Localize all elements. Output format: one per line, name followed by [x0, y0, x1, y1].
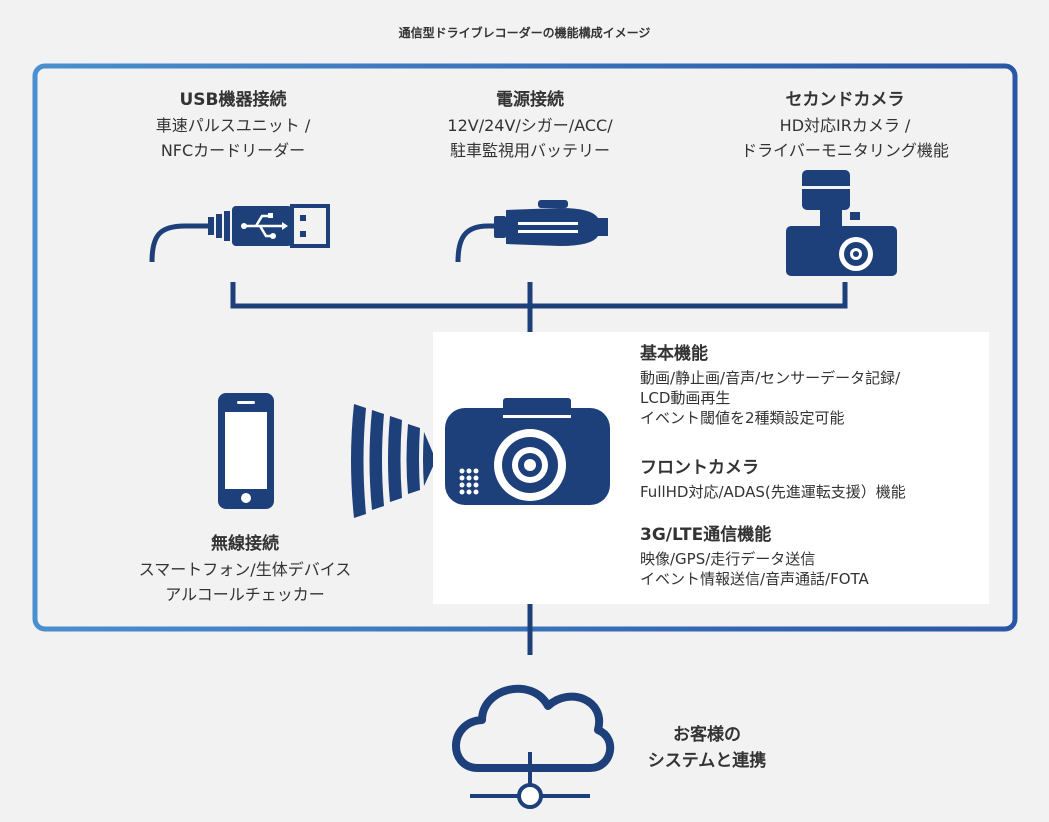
top-bus-line — [230, 282, 848, 309]
cloud-network-icon — [452, 684, 615, 809]
second-camera-title: セカンドカメラ — [785, 90, 905, 110]
power-title: 電源接続 — [496, 90, 564, 110]
second-camera-line-1: HD対応IRカメラ / — [779, 116, 911, 135]
feature-front-camera: フロントカメラ FullHD対応/ADAS(先進運転支援）機能 — [640, 458, 906, 502]
wireless-line-1: スマートフォン/生体デバイス — [138, 560, 352, 579]
feature-lte: 3G/LTE通信機能 映像/GPS/走行データ送信 イベント情報送信/音声通話/… — [640, 525, 869, 589]
cloud-line-2: システムと連携 — [647, 751, 767, 771]
wireless-label: 無線接続 スマートフォン/生体デバイス アルコールチェッカー — [112, 532, 378, 607]
wireless-title: 無線接続 — [211, 534, 279, 554]
dash-camera-icon — [445, 398, 610, 505]
wireless-signal-icon — [351, 404, 436, 518]
usb-line-2: NFCカードリーダー — [160, 141, 306, 160]
cigarette-plug-icon — [455, 200, 608, 263]
cloud-label: お客様の システムと連携 — [622, 722, 792, 774]
cloud-line-1: お客様の — [673, 725, 741, 745]
system-frame — [32, 63, 1018, 632]
feature-basic-line-1: 動画/静止画/音声/センサーデータ記録/ — [640, 369, 901, 387]
smartphone-icon — [218, 393, 274, 509]
second-camera-icon — [786, 170, 897, 276]
usb-line-1: 車速パルスユニット / — [155, 116, 311, 135]
usb-cable-icon — [149, 204, 330, 263]
feature-basic-title: 基本機能 — [640, 344, 708, 364]
usb-label: USB機器接続 車速パルスユニット / NFCカードリーダー — [108, 88, 358, 163]
second-camera-line-2: ドライバーモニタリング機能 — [741, 141, 949, 160]
wireless-line-2: アルコールチェッカー — [165, 585, 325, 604]
page-title: 通信型ドライブレコーダーの機能構成イメージ — [398, 26, 651, 40]
feature-lte-line-1: 映像/GPS/走行データ送信 — [640, 550, 816, 568]
feature-lte-title: 3G/LTE通信機能 — [640, 525, 772, 545]
feature-front-camera-title: フロントカメラ — [640, 458, 759, 478]
feature-lte-line-2: イベント情報送信/音声通話/FOTA — [640, 570, 869, 588]
feature-basic-line-3: イベント閾値を2種類設定可能 — [640, 409, 845, 427]
feature-basic-line-2: LCD動画再生 — [640, 389, 731, 407]
feature-basic: 基本機能 動画/静止画/音声/センサーデータ記録/ LCD動画再生 イベント閾値… — [640, 344, 900, 428]
usb-title: USB機器接続 — [179, 90, 287, 110]
second-camera-label: セカンドカメラ HD対応IRカメラ / ドライバーモニタリング機能 — [715, 88, 975, 163]
power-line-2: 駐車監視用バッテリー — [449, 141, 610, 160]
power-label: 電源接続 12V/24V/シガー/ACC/ 駐車監視用バッテリー — [405, 88, 655, 163]
speaker-grille — [459, 468, 479, 495]
power-line-1: 12V/24V/シガー/ACC/ — [447, 116, 613, 135]
feature-front-camera-line-1: FullHD対応/ADAS(先進運転支援）機能 — [640, 483, 906, 501]
